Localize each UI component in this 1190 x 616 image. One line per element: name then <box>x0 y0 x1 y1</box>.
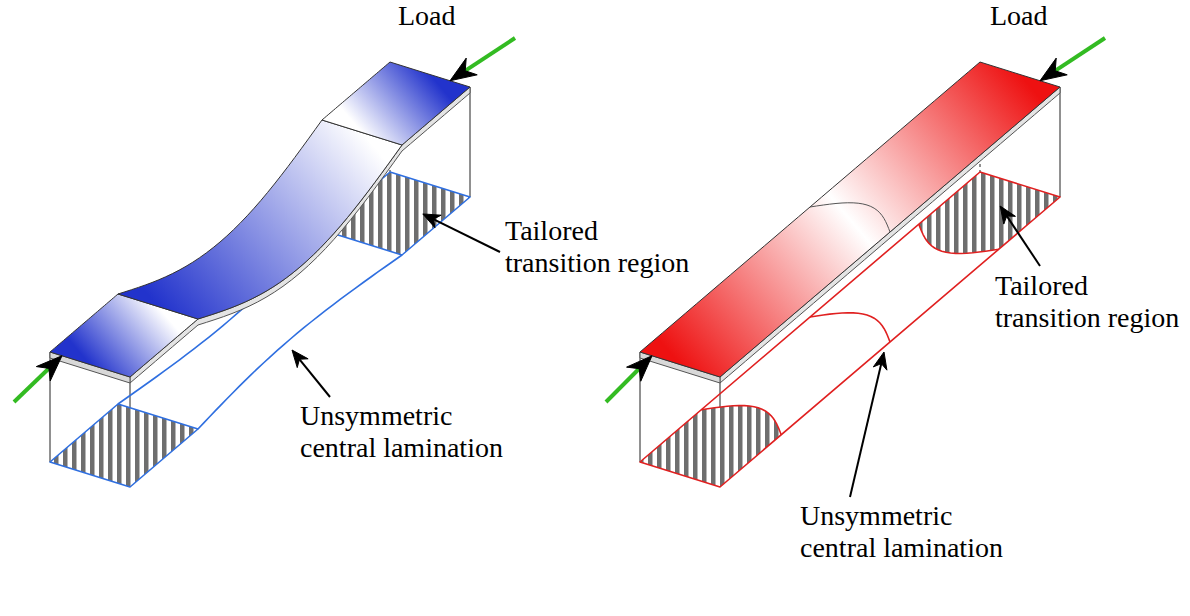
leader-arrowhead <box>423 214 441 228</box>
projection-line <box>1060 87 1061 197</box>
transition-boundary <box>701 406 781 435</box>
strip-top-surface <box>118 120 402 319</box>
load-arrowhead <box>1040 58 1067 81</box>
hatched-end-region <box>50 404 198 487</box>
load-label: Load <box>398 0 456 32</box>
leader-arrowhead <box>1000 206 1015 224</box>
load-arrowhead <box>627 356 652 381</box>
strip-top-surface <box>322 62 470 145</box>
leader-line <box>1006 214 1040 266</box>
load-label: Load <box>990 0 1048 32</box>
leader-arrowhead <box>873 352 887 370</box>
load-arrow-shaft <box>606 369 639 402</box>
load-arrow-shaft <box>1055 38 1105 71</box>
region-label: Unsymmetric central lamination <box>800 500 1018 564</box>
hatched-end-region <box>640 406 781 487</box>
transition-boundary <box>919 224 999 253</box>
load-arrowhead <box>450 58 477 81</box>
load-arrow-shaft <box>14 368 49 402</box>
projection-line <box>470 87 471 197</box>
load-arrow-shaft <box>465 38 515 71</box>
transition-boundary <box>810 313 890 342</box>
leader-line <box>298 358 330 397</box>
leader-line <box>850 362 882 497</box>
region-label: Tailored transition region <box>505 215 701 279</box>
leader-arrowhead <box>292 350 308 368</box>
surface-boundary <box>810 203 890 232</box>
load-arrowhead <box>36 356 62 381</box>
strip-side-face <box>720 87 1060 383</box>
region-label: Unsymmetric central lamination <box>300 400 518 464</box>
region-label: Tailored transition region <box>995 270 1185 334</box>
leader-line <box>432 218 500 252</box>
